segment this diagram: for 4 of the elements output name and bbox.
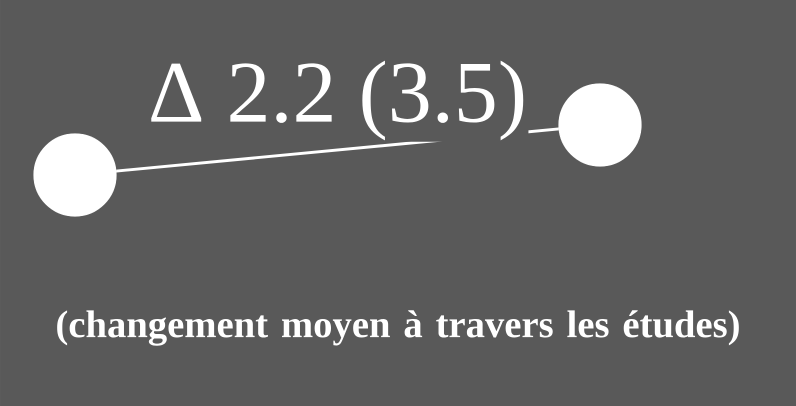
dot — [33, 133, 117, 217]
dot — [558, 83, 642, 167]
caption: (changement moyen à travers les études) — [57, 310, 739, 346]
edge-label: Δ 2.2 (3.5) — [146, 59, 528, 142]
